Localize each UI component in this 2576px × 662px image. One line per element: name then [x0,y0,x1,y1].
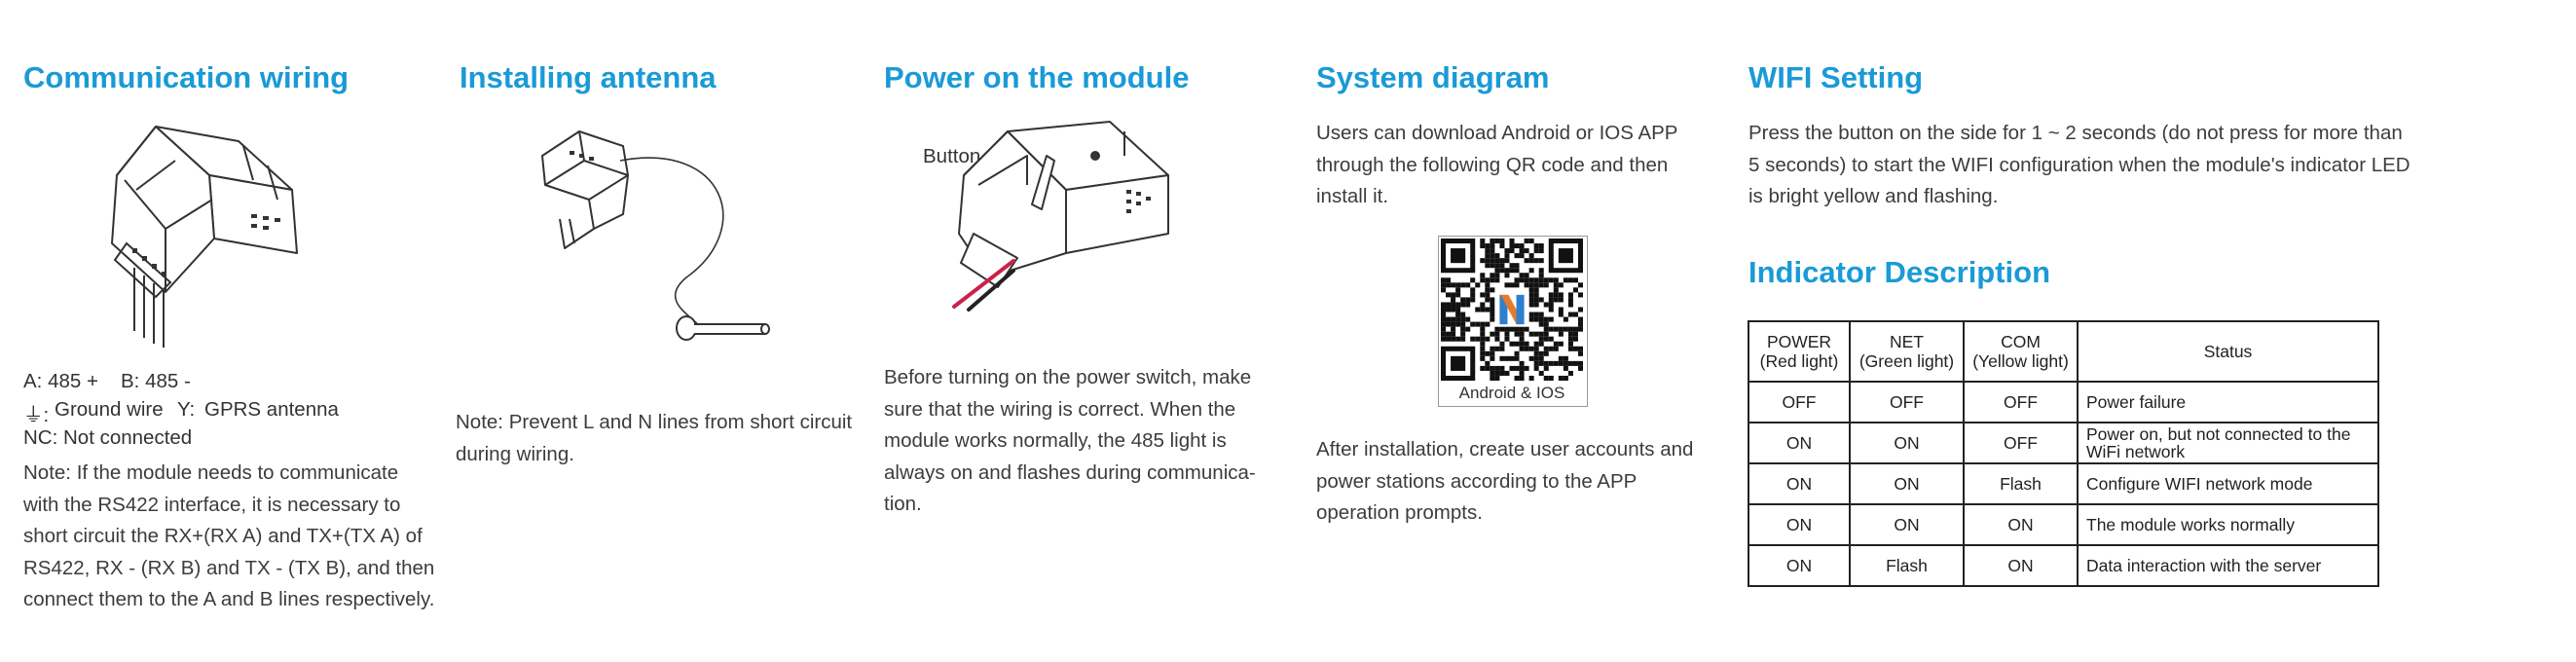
cell-status: The module works normally [2077,503,2379,546]
nc-label: NC: Not connected [23,426,193,449]
cell-power: ON [1748,544,1851,587]
cell-com: ON [1963,544,2079,587]
wiring-title: Communication wiring [23,60,350,94]
wiring-note-line: RS422, RX - (RX B) and TX - (TX B), and … [23,556,435,579]
cell-net: Flash [1849,544,1965,587]
header-status: Status [2077,320,2379,383]
indicator-header-row: POWER(Red light) NET(Green light) COM(Ye… [1748,320,2379,383]
power-text: Before turning on the power switch, make… [884,362,1273,521]
cell-com: ON [1963,503,2079,546]
table-row: ON ON Flash Configure WIFI network mode [1748,462,2379,505]
cell-net: ON [1849,503,1965,546]
ground-wire-label: Ground wire [55,398,164,421]
module-wiring-icon [111,126,298,348]
wiring-note-line: connect them to the A and B lines respec… [23,588,435,610]
button-label: Button [923,145,981,167]
cell-power: ON [1748,422,1851,464]
cell-net: ON [1849,422,1965,464]
cell-status: Configure WIFI network mode [2077,462,2379,505]
wifi-text-line: Press the button on the side for 1 ~ 2 s… [1748,122,2403,144]
system-intro: Users can download Android or IOS APP th… [1316,118,1725,213]
power-text-line: tion. [884,493,922,515]
power-text-line: always on and flashes during communica- [884,460,1256,484]
power-module-icon [952,121,1169,312]
antenna-note-line: Note: Prevent L and N lines from short c… [456,411,853,433]
table-row: ON Flash ON Data interaction with the se… [1748,544,2379,587]
indicator-title: Indicator Description [1748,255,2051,289]
wiring-note-line: Note: If the module needs to communicate [23,461,399,484]
cell-com: OFF [1963,422,2079,464]
cell-com: OFF [1963,381,2079,423]
cell-power: ON [1748,503,1851,546]
cell-status: Power failure [2077,381,2379,423]
system-after-line: operation prompts. [1316,501,1483,524]
power-text-line: Before turning on the power switch, make [884,366,1252,388]
wifi-text-line: 5 seconds) to start the WIFI configurati… [1748,153,2410,176]
table-row: OFF OFF OFF Power failure [1748,381,2379,423]
cell-power: ON [1748,462,1851,505]
power-title: Power on the module [884,60,1190,94]
header-net: NET(Green light) [1849,320,1965,383]
table-row: ON ON OFF Power on, but not connected to… [1748,422,2379,464]
qr-caption: Android & IOS [1458,384,1565,402]
qr-code-icon [1441,239,1583,381]
system-after-line: After installation, create user accounts… [1316,438,1694,460]
cell-status: Data interaction with the server [2077,544,2379,587]
power-text-line: sure that the wiring is correct. When th… [884,397,1236,421]
gprs-antenna-label: GPRS antenna [204,398,339,421]
ground-symbol-icon: ⏚: [23,404,50,426]
wiring-note: Note: If the module needs to communicate… [23,458,442,616]
antenna-symbol-icon: Y: [177,398,196,421]
system-after: After installation, create user accounts… [1316,434,1725,530]
wiring-note-line: short circuit the RX+(RX A) and TX+(TX A… [23,525,423,547]
system-after-line: power stations according to the APP [1316,469,1638,493]
table-row: ON ON ON The module works normally [1748,503,2379,546]
wiring-note-line: with the RS422 interface, it is necessar… [23,493,401,516]
header-com: COM(Yellow light) [1963,320,2079,383]
wifi-text: Press the button on the side for 1 ~ 2 s… [1748,118,2527,213]
wifi-title: WIFI Setting [1748,60,1924,94]
antenna-title: Installing antenna [460,60,717,94]
indicator-table: POWER(Red light) NET(Green light) COM(Ye… [1748,320,2379,587]
cell-net: OFF [1849,381,1965,423]
antenna-device-icon [541,130,770,341]
system-intro-line: through the following QR code and then [1316,153,1669,176]
system-title: System diagram [1316,60,1550,94]
antenna-note-line: during wiring. [456,442,574,465]
cell-net: ON [1849,462,1965,505]
system-intro-line: Users can download Android or IOS APP [1316,122,1678,144]
system-intro-line: install it. [1316,185,1389,207]
header-power: POWER(Red light) [1748,320,1851,383]
cell-com: Flash [1963,462,2079,505]
pin-a-label: A: 485 + [23,370,98,392]
antenna-note: Note: Prevent L and N lines from short c… [456,407,874,470]
power-text-line: module works normally, the 485 light is [884,429,1227,452]
cell-power: OFF [1748,381,1851,423]
pin-b-label: B: 485 - [121,370,191,392]
wifi-text-line: is bright yellow and flashing. [1748,185,1999,207]
